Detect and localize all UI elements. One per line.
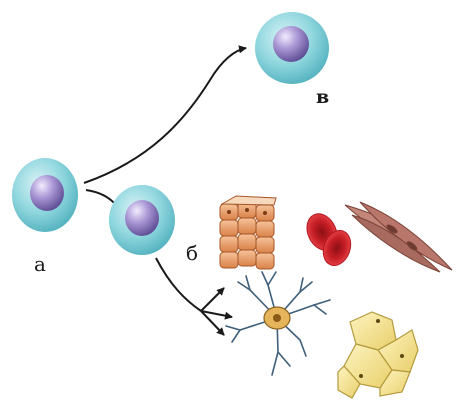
neuron (226, 272, 330, 375)
arrow-to-second-cell (86, 190, 116, 205)
adipocytes (338, 312, 418, 398)
progenitor-cell (109, 185, 175, 255)
stem-cell-label: а (34, 254, 46, 274)
arrows (84, 48, 246, 335)
epithelial-cells (220, 196, 276, 269)
arrow-branch-up (201, 288, 224, 311)
stem-cell (12, 158, 78, 232)
daughter-cell-label: в (316, 88, 329, 107)
arrow-to-daughter-cell (84, 48, 246, 183)
muscle-fibers (345, 202, 452, 272)
erythrocytes (301, 209, 355, 269)
differentiated-cells-label: б (186, 243, 198, 263)
daughter-cell (255, 12, 329, 84)
arrow-to-differentiated-cells (156, 258, 201, 311)
